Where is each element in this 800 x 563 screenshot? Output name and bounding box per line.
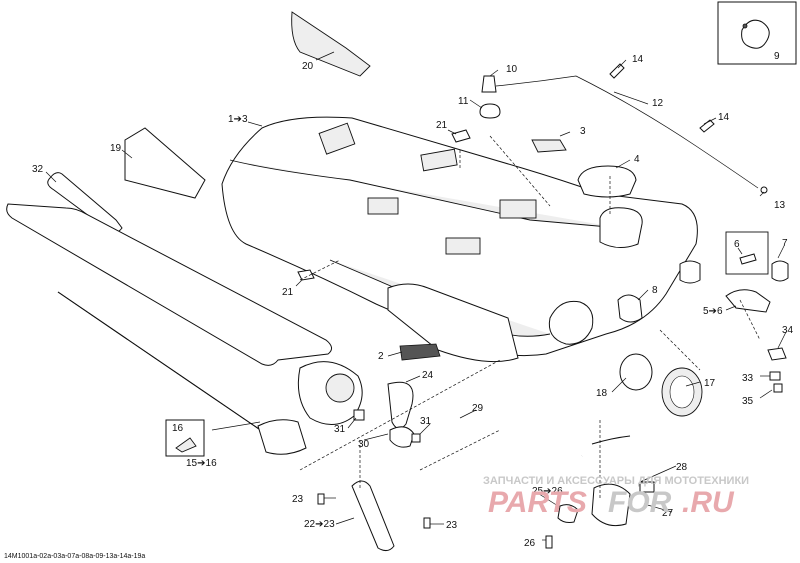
callout-22-23: 22➔23 <box>304 519 335 530</box>
clip-23b <box>423 517 431 529</box>
callout-23b: 23 <box>446 520 458 531</box>
bracket-34 <box>767 347 787 361</box>
oring-18 <box>619 353 653 391</box>
callout-27: 27 <box>662 508 674 519</box>
callout-13: 13 <box>774 200 786 211</box>
fuel-tank <box>221 116 698 363</box>
valve-assembly-27 <box>591 483 631 527</box>
callout-25-26: 25➔26 <box>532 486 563 497</box>
callout-4: 4 <box>634 154 640 165</box>
watermark: ЗАПЧАСТИ И АКСЕССУАРЫ ДЛЯ МОТОТЕХНИКИ PA… <box>483 475 749 519</box>
callout-30: 30 <box>358 439 370 450</box>
callout-17: 17 <box>704 378 716 389</box>
bracket-2 <box>399 343 441 361</box>
callout-11: 11 <box>458 96 469 107</box>
clamp-9 <box>741 19 770 49</box>
bolt-35 <box>773 383 783 393</box>
callout-1-3: 1➔3 <box>228 114 248 125</box>
callout-20: 20 <box>302 61 314 72</box>
callout-28: 28 <box>676 462 688 473</box>
callout-34: 34 <box>782 325 794 336</box>
deflector-20 <box>291 11 371 77</box>
callout-29: 29 <box>472 403 484 414</box>
callout-5-6: 5➔6 <box>703 306 723 317</box>
hose-29b <box>591 435 631 445</box>
mat-32 <box>6 172 332 366</box>
watermark-logo-mid: FOR <box>608 486 672 519</box>
fitting-31a <box>353 409 365 421</box>
sensor-box-6 <box>725 231 769 275</box>
fitting-11 <box>479 103 501 119</box>
callout-19: 19 <box>110 143 122 154</box>
clip-28 <box>639 481 655 493</box>
clamp-13 <box>760 186 768 194</box>
callout-18: 18 <box>596 388 608 399</box>
watermark-text: ЗАПЧАСТИ И АКСЕССУАРЫ ДЛЯ МОТОТЕХНИКИ <box>483 475 749 487</box>
watermark-logo-right: .RU <box>682 486 735 519</box>
callout-10: 10 <box>506 64 518 75</box>
callout-7: 7 <box>782 238 788 249</box>
connector-14b <box>699 119 715 133</box>
callout-6: 6 <box>734 239 740 250</box>
callout-12: 12 <box>652 98 664 109</box>
nut-33 <box>769 371 781 381</box>
valve-10 <box>481 75 497 93</box>
callouts: 1➔3 2 3 4 5➔6 6 7 8 9 10 11 12 13 14 14 … <box>32 51 794 549</box>
connector-14a <box>609 63 625 79</box>
pad-21a <box>451 129 471 143</box>
pad-21b <box>297 269 315 281</box>
callout-21b: 21 <box>282 287 294 298</box>
callout-31b: 31 <box>420 416 432 427</box>
callout-24: 24 <box>422 370 434 381</box>
sensor-harness <box>725 289 771 313</box>
callout-14a: 14 <box>632 54 644 65</box>
callout-21a: 21 <box>436 120 448 131</box>
fuel-cap-4 <box>577 165 637 198</box>
watermark-logo-left: PARTS <box>488 486 587 519</box>
clip-23a <box>317 493 325 505</box>
callout-3: 3 <box>580 126 586 137</box>
callout-35: 35 <box>742 396 754 407</box>
fitting-31b <box>411 433 421 443</box>
dashed-guides <box>299 135 761 500</box>
callout-15-16: 15➔16 <box>186 458 217 469</box>
guard-19 <box>124 127 206 199</box>
hose-12 <box>495 75 759 189</box>
inset-box-9 <box>717 1 797 65</box>
callout-32: 32 <box>32 164 44 175</box>
callout-31a: 31 <box>334 424 346 435</box>
callout-26: 26 <box>524 538 536 549</box>
callout-14b: 14 <box>718 112 730 123</box>
footer-code: 14M1001a-02a-03a-07a-08a-09-13a-14a-19a <box>4 553 145 560</box>
sensor-5 <box>679 260 701 284</box>
vent-tube-inner <box>57 291 279 443</box>
callout-33: 33 <box>742 373 754 384</box>
valve-25 <box>557 504 579 523</box>
callout-2: 2 <box>378 351 384 362</box>
callout-8: 8 <box>652 285 658 296</box>
callout-16: 16 <box>172 423 184 434</box>
inset-box-16 <box>165 419 205 457</box>
fuel-pump-module <box>257 361 363 455</box>
hose-24 <box>387 381 414 429</box>
connector-7 <box>771 260 789 282</box>
grommet-8 <box>617 294 643 323</box>
bolt-26 <box>545 535 553 549</box>
callout-23a: 23 <box>292 494 304 505</box>
fuel-line-22 <box>351 480 395 552</box>
leader-lines <box>45 51 787 541</box>
seal-3 <box>531 139 567 153</box>
callout-9: 9 <box>774 51 780 62</box>
connector-30 <box>389 426 415 448</box>
